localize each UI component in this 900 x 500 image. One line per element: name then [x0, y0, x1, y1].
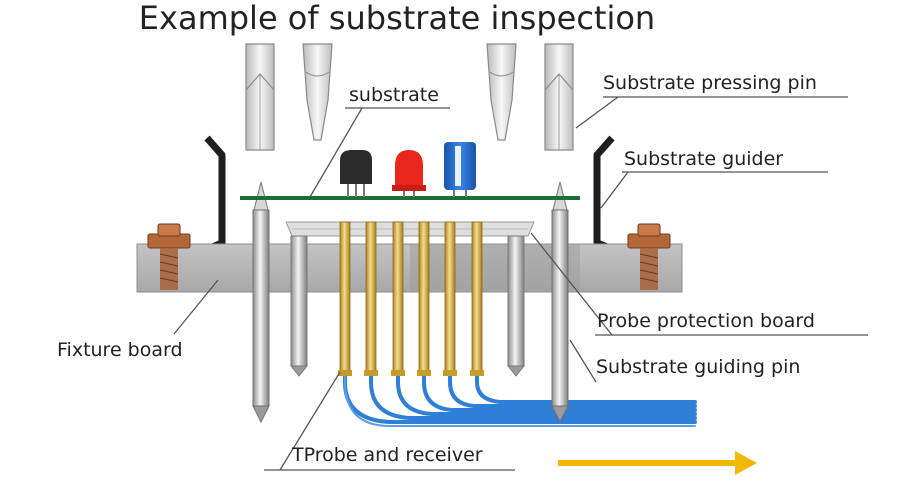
guiding-pin-right [551, 181, 569, 424]
leader-substrate [309, 107, 363, 198]
pressing-pin [544, 43, 574, 151]
pressing-pin [486, 43, 517, 141]
gold-probes [338, 221, 484, 376]
substrate-guider-left [198, 135, 226, 256]
gold-probe [470, 221, 484, 376]
label-substrate-guiding-pin: Substrate guiding pin [596, 356, 800, 378]
guiding-pin-left [252, 181, 270, 424]
gold-probe [364, 221, 378, 376]
label-fixture-board: Fixture board [57, 339, 183, 361]
transistor-component [340, 150, 372, 197]
leader-pressing [575, 96, 619, 129]
probe-protection-board [285, 221, 535, 237]
pressing-pin [245, 43, 275, 151]
leader-guider [600, 171, 629, 209]
gold-probe [417, 221, 431, 376]
substrate-guider-right [593, 135, 622, 256]
support-post [289, 235, 309, 377]
label-probe-and-receiver: TProbe and receiver [291, 444, 483, 466]
leader-probe [279, 371, 341, 471]
label-substrate-guider: Substrate guider [624, 148, 783, 170]
bolt-left [147, 223, 191, 290]
gold-probe [443, 221, 457, 376]
substrate-pressing-pins [245, 43, 574, 151]
pressing-pin [302, 43, 333, 141]
page-title: Example of substrate inspection [139, 0, 655, 37]
label-probe-protection-board: Probe protection board [597, 310, 815, 332]
gold-probe [338, 221, 352, 376]
label-substrate: substrate [349, 84, 439, 106]
gold-probe [391, 221, 405, 376]
arrow-right-icon [558, 451, 757, 475]
led-component [392, 150, 426, 197]
receiver-wires [343, 368, 697, 427]
fixture-board [136, 243, 683, 293]
leader-guiding-pin [569, 339, 597, 383]
leader-protection [530, 232, 613, 336]
label-substrate-pressing-pin: Substrate pressing pin [603, 72, 817, 94]
bolt-right [627, 223, 671, 290]
capacitor-component [444, 142, 476, 197]
leader-fixture [173, 279, 219, 335]
leader-lines [173, 96, 868, 471]
support-post [506, 235, 526, 377]
